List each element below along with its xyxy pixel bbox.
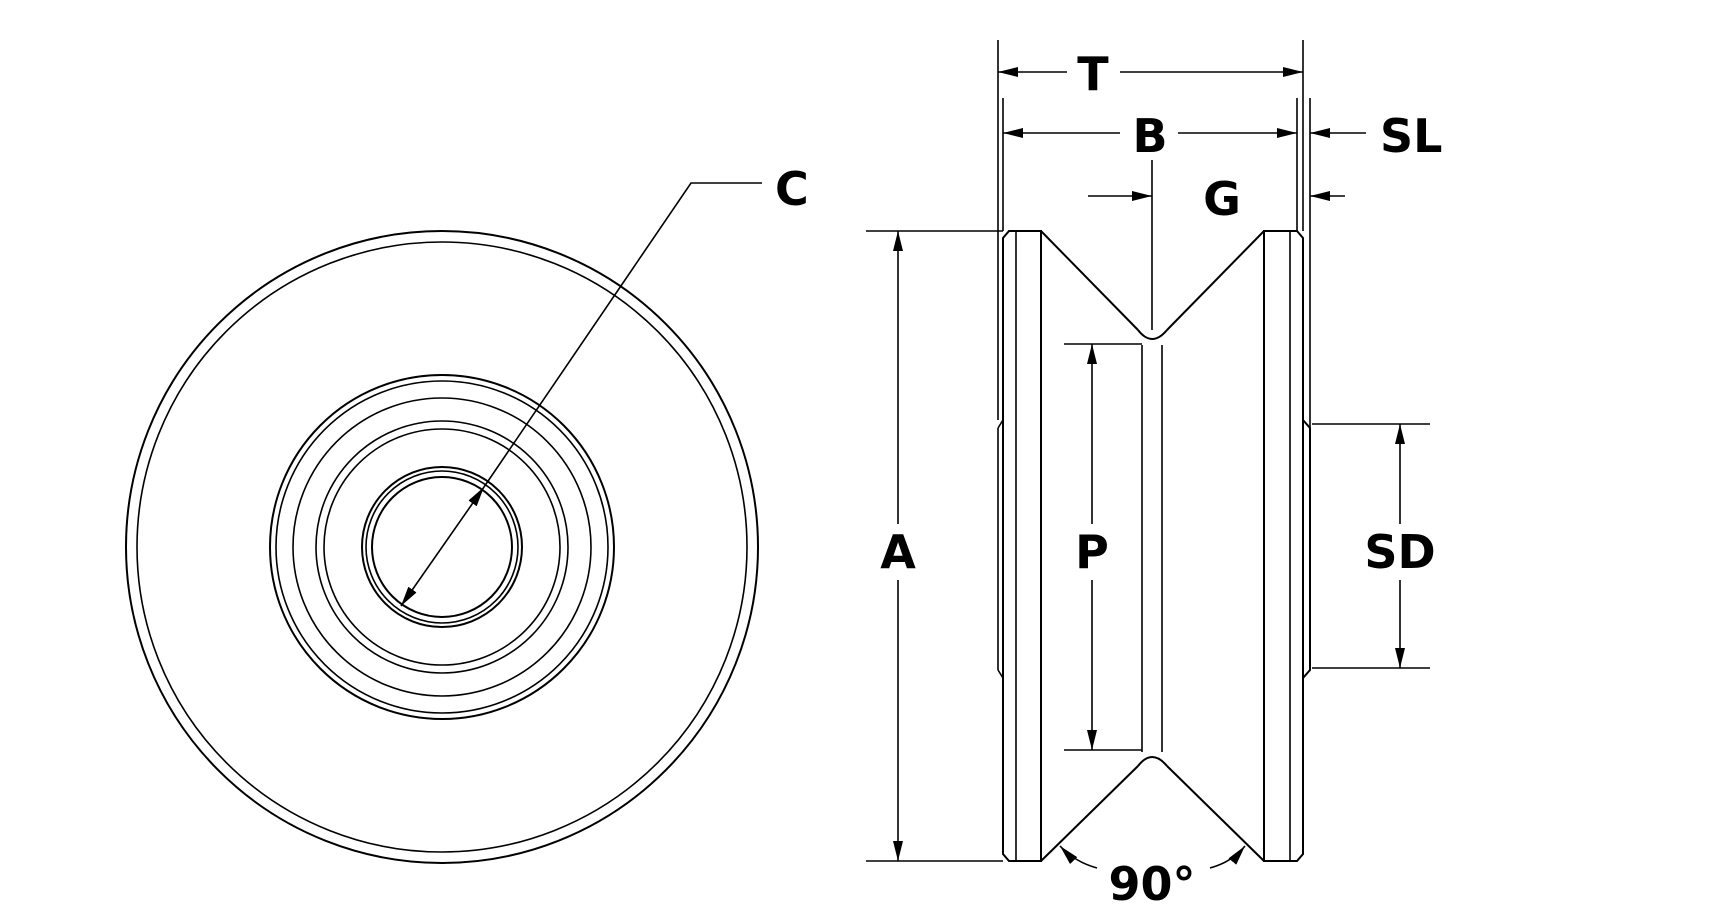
dim-label-a: A [880,525,916,579]
hub-ring-circle-2 [292,397,592,697]
groove-offset-dimension: G [1088,160,1241,330]
outer-rim-inner-circle [136,241,748,853]
bore-width-dimension: B [1002,98,1298,231]
dim-label-sd: SD [1364,525,1435,579]
dim-label-angle: 90° [1108,857,1195,911]
hub-ring-circle-4 [323,428,561,666]
groove-angle-dimension: 90° [1059,845,1246,911]
right-flange [1263,230,1304,862]
shoulder-length-dimension: SL [1309,98,1442,428]
dim-label-c: C [775,162,809,216]
outer-rim-circle [125,230,759,864]
bore-outer-circle [361,466,523,628]
front-view: C [125,162,809,864]
outer-diameter-dimension: A [866,230,1003,862]
dim-label-g: G [1203,172,1241,226]
side-view: T B SL G A [866,40,1442,911]
bore-diameter-dimension: C [400,162,809,607]
right-shoulder [1302,419,1311,679]
shoulder-diameter-dimension: SD [1312,423,1436,669]
dim-label-b: B [1132,109,1167,163]
hub-ring-circle-3 [315,420,569,674]
bore-ring-circle [365,470,519,624]
hub-outer-circle [269,374,615,720]
dim-label-t: T [1077,47,1109,101]
pitch-diameter-dimension: P [1064,343,1142,751]
hub-ring-circle [275,380,609,714]
left-flange [1002,230,1042,862]
dim-label-p: P [1075,525,1109,579]
bore-inner-circle [371,476,513,618]
dim-label-sl: SL [1380,109,1442,163]
thickness-dimension: T [997,40,1304,420]
v-groove [1040,230,1265,862]
